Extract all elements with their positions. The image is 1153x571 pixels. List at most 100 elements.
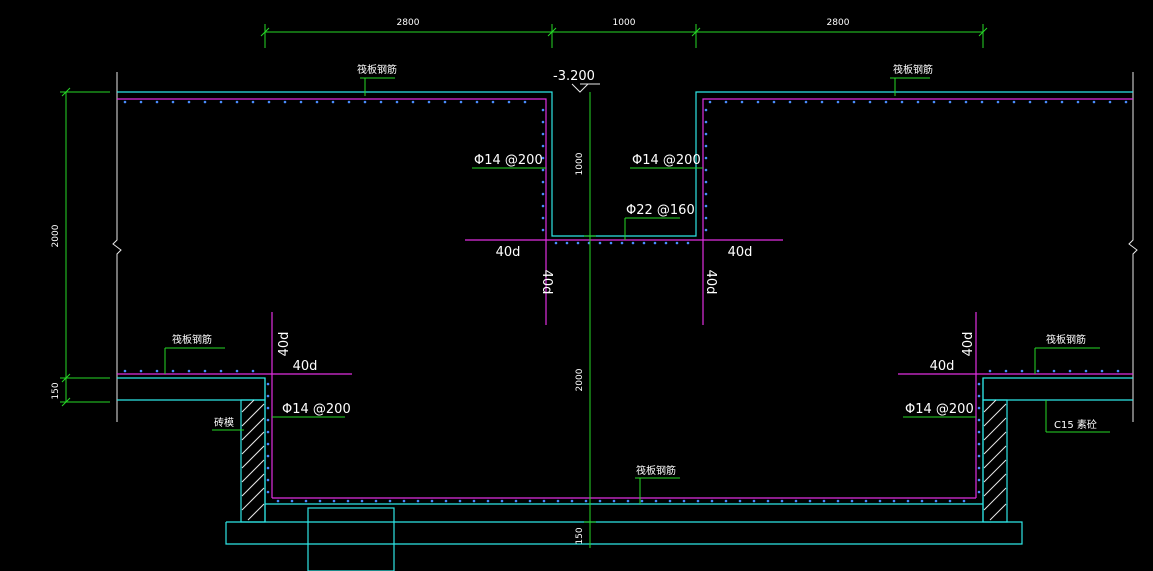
- rebar-dot: [444, 499, 448, 503]
- rebar-dot: [977, 382, 981, 386]
- rebar-dot: [155, 100, 159, 104]
- rebar-dot: [704, 180, 708, 184]
- rebar-dot: [964, 100, 968, 104]
- rebar-dot: [664, 241, 668, 245]
- label-40d-slab-right-h: 40d: [930, 359, 955, 374]
- rebar-dot: [948, 499, 952, 503]
- rebar-dot: [541, 120, 545, 124]
- rebar-dot: [1068, 369, 1072, 373]
- center-dimension-chain: 1000 2000 150: [575, 92, 596, 548]
- rebar-dot: [682, 499, 686, 503]
- rebar-dot: [459, 100, 463, 104]
- brick-wall-hatching: [241, 399, 1007, 521]
- rebar-dot: [1044, 100, 1048, 104]
- rebar-dot: [1116, 369, 1120, 373]
- dim-center-height: 2000: [575, 368, 585, 391]
- rebar-dot: [704, 192, 708, 196]
- rebar-dot: [346, 499, 350, 503]
- rebar-dot: [541, 144, 545, 148]
- rebar-dots: [123, 100, 1128, 503]
- rebar-dot: [934, 499, 938, 503]
- rebar-dot: [427, 100, 431, 104]
- rebar-dot: [696, 499, 700, 503]
- rebar-dot: [948, 100, 952, 104]
- rebar-dot: [570, 499, 574, 503]
- rebar-dot: [541, 156, 545, 160]
- rebar-dot: [235, 100, 239, 104]
- rebar-dot: [266, 490, 270, 494]
- rebar-dot: [738, 499, 742, 503]
- rebar-dot: [996, 100, 1000, 104]
- rebar-dot: [653, 241, 657, 245]
- rebar-dot: [740, 100, 744, 104]
- rebar-dot: [788, 100, 792, 104]
- rebar-dot: [507, 100, 511, 104]
- rebar-dot: [541, 132, 545, 136]
- left-dimension-chain: 2000 150: [51, 87, 110, 407]
- rebar-dot: [472, 499, 476, 503]
- top-dimension-chain: 2800 1000 2800: [260, 18, 988, 48]
- rebar-dot: [704, 108, 708, 112]
- rebar-dot: [668, 499, 672, 503]
- rebar-dot: [576, 241, 580, 245]
- rebar-dot: [631, 241, 635, 245]
- rebar-dot: [251, 100, 255, 104]
- rebar-dot: [251, 369, 255, 373]
- label-phi14-wall-left: Φ14 @200: [282, 402, 351, 417]
- rebar-dot: [836, 499, 840, 503]
- rebar-dot: [411, 100, 415, 104]
- concrete-outline: [117, 91, 1133, 571]
- rebar-dot: [219, 369, 223, 373]
- rebar-dot: [808, 499, 812, 503]
- rebar-dot: [920, 499, 924, 503]
- rebar-dot: [1012, 100, 1016, 104]
- rebar-dot: [704, 132, 708, 136]
- label-raft-rebar-top-left: 筏板钢筋: [357, 63, 397, 76]
- rebar-dot: [686, 241, 690, 245]
- rebar-dot: [283, 100, 287, 104]
- rebar-dot: [852, 100, 856, 104]
- rebar-dot: [203, 100, 207, 104]
- rebar-dot: [523, 100, 527, 104]
- rebar-lines: [117, 98, 1133, 499]
- rebar-dot: [598, 241, 602, 245]
- rebar-dot: [395, 100, 399, 104]
- rebar-dot: [171, 100, 175, 104]
- rebar-dot: [266, 394, 270, 398]
- rebar-dot: [892, 499, 896, 503]
- rebar-dot: [475, 100, 479, 104]
- rebar-dot: [360, 499, 364, 503]
- rebar-dot: [1052, 369, 1056, 373]
- rebar-dot: [884, 100, 888, 104]
- dim-bottom-slab: 150: [575, 527, 585, 544]
- rebar-dot: [299, 100, 303, 104]
- rebar-dot: [155, 369, 159, 373]
- rebar-dot: [541, 108, 545, 112]
- rebar-dot: [235, 369, 239, 373]
- label-40d-pit-left-v: 40d: [539, 270, 554, 295]
- label-40d-pit-right-h: 40d: [728, 245, 753, 260]
- rebar-dot: [443, 100, 447, 104]
- rebar-dot: [528, 499, 532, 503]
- rebar-dot: [374, 499, 378, 503]
- rebar-dot: [430, 499, 434, 503]
- label-raft-rebar-top-right: 筏板钢筋: [893, 63, 933, 76]
- rebar-dot: [541, 180, 545, 184]
- rebar-dot: [187, 369, 191, 373]
- rebar-dot: [850, 499, 854, 503]
- rebar-dot: [704, 228, 708, 232]
- label-brick-mold: 砖模: [214, 416, 234, 429]
- rebar-dot: [864, 499, 868, 503]
- rebar-dot: [704, 120, 708, 124]
- rebar-dot: [266, 430, 270, 434]
- rebar-dot: [977, 490, 981, 494]
- rebar-dot: [318, 499, 322, 503]
- rebar-dot: [626, 499, 630, 503]
- rebar-dot: [977, 394, 981, 398]
- rebar-dot: [620, 241, 624, 245]
- rebar-dot: [266, 478, 270, 482]
- rebar-dot: [977, 418, 981, 422]
- rebar-dot: [266, 382, 270, 386]
- rebar-dot: [139, 369, 143, 373]
